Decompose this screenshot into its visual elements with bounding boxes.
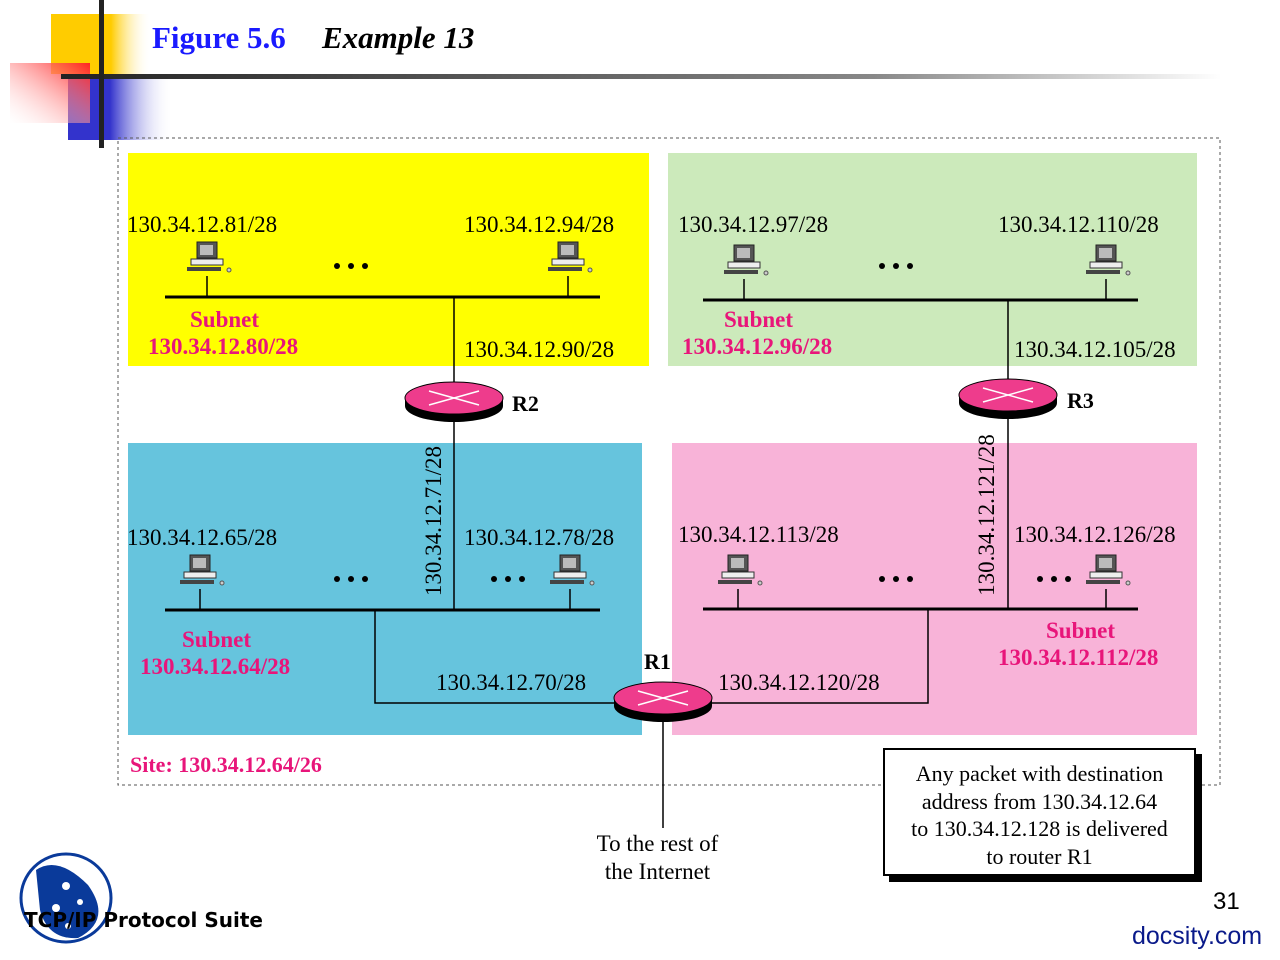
router-interface-ip: 130.34.12.71/28: [421, 445, 446, 597]
router-interface-ip: 130.34.12.120/28: [718, 670, 880, 695]
ellipsis-dots: [491, 576, 525, 582]
ellipsis-dots: [334, 263, 368, 269]
router-interface-ip: 130.34.12.90/28: [464, 337, 615, 362]
suite-logo-icon: [19, 852, 113, 944]
host-ip: 130.34.12.97/28: [678, 212, 829, 237]
subnet-label: Subnet: [190, 307, 260, 332]
computer-icon: [187, 241, 232, 273]
host-ip: 130.34.12.81/28: [127, 212, 278, 237]
subnet-address: 130.34.12.112/28: [998, 645, 1159, 670]
subnet-area-112: [672, 443, 1197, 735]
subnet-label: Subnet: [182, 627, 252, 652]
computer-icon: [1086, 244, 1131, 276]
computer-icon: [180, 554, 225, 586]
router-r3-label: R3: [1067, 388, 1094, 413]
site-label: Site: 130.34.12.64/26: [130, 752, 322, 777]
docsity-watermark[interactable]: docsity.com: [1132, 922, 1263, 950]
note-line: address from 130.34.12.64: [921, 788, 1158, 814]
page-number: 31: [1213, 888, 1240, 915]
host-ip: 130.34.12.94/28: [464, 212, 615, 237]
links: [199, 276, 1107, 828]
ellipsis-dots: [879, 263, 913, 269]
subnet-label: Subnet: [1046, 618, 1116, 643]
host-ip: 130.34.12.126/28: [1014, 522, 1176, 547]
note-box: Any packet with destination address from…: [883, 748, 1196, 876]
router-interface-ip: 130.34.12.70/28: [436, 670, 587, 695]
internet-label: To the rest of the Internet: [560, 830, 755, 886]
host-ip: 130.34.12.65/28: [127, 525, 278, 550]
router-interface-ip: 130.34.12.105/28: [1014, 337, 1176, 362]
ellipsis-dots: [334, 576, 368, 582]
subnet-label: Subnet: [724, 307, 794, 332]
ellipsis-dots: [879, 576, 913, 582]
computer-icon: [550, 554, 595, 586]
internet-label-line2: the Internet: [604, 859, 711, 884]
subnet-area-64: [128, 443, 642, 735]
subnet-address: 130.34.12.96/28: [682, 334, 833, 359]
router-r1-icon: [613, 681, 713, 722]
buses: [165, 295, 1138, 612]
note-line: to router R1: [986, 843, 1093, 869]
host-ip: 130.34.12.110/28: [998, 212, 1159, 237]
footer-suite: TCP/IP Protocol Suite: [24, 908, 263, 932]
host-ip: 130.34.12.113/28: [678, 522, 839, 547]
ellipsis-dots: [1037, 576, 1071, 582]
host-ip: 130.34.12.78/28: [464, 525, 615, 550]
router-r3-icon: [958, 378, 1058, 419]
router-r1-label: R1: [644, 649, 671, 674]
site-boundary: [117, 137, 1221, 786]
figure-title: Example 13: [322, 20, 475, 55]
router-r2-icon: [404, 381, 504, 422]
subnet-address: 130.34.12.80/28: [148, 334, 299, 359]
computer-icon: [548, 241, 593, 273]
computer-icon: [724, 244, 769, 276]
router-r2-label: R2: [512, 391, 539, 416]
note-line: Any packet with destination: [915, 761, 1164, 786]
router-interface-ip: 130.34.12.121/28: [974, 434, 999, 596]
internet-label-line1: To the rest of: [596, 831, 719, 856]
figure-number: Figure 5.6: [152, 20, 286, 55]
note-line: to 130.34.12.128 is delivered: [911, 816, 1168, 841]
subnet-address: 130.34.12.64/28: [140, 654, 291, 679]
header-decoration: [10, 0, 1221, 148]
computer-icon: [1086, 554, 1131, 586]
computer-icon: [718, 554, 763, 586]
